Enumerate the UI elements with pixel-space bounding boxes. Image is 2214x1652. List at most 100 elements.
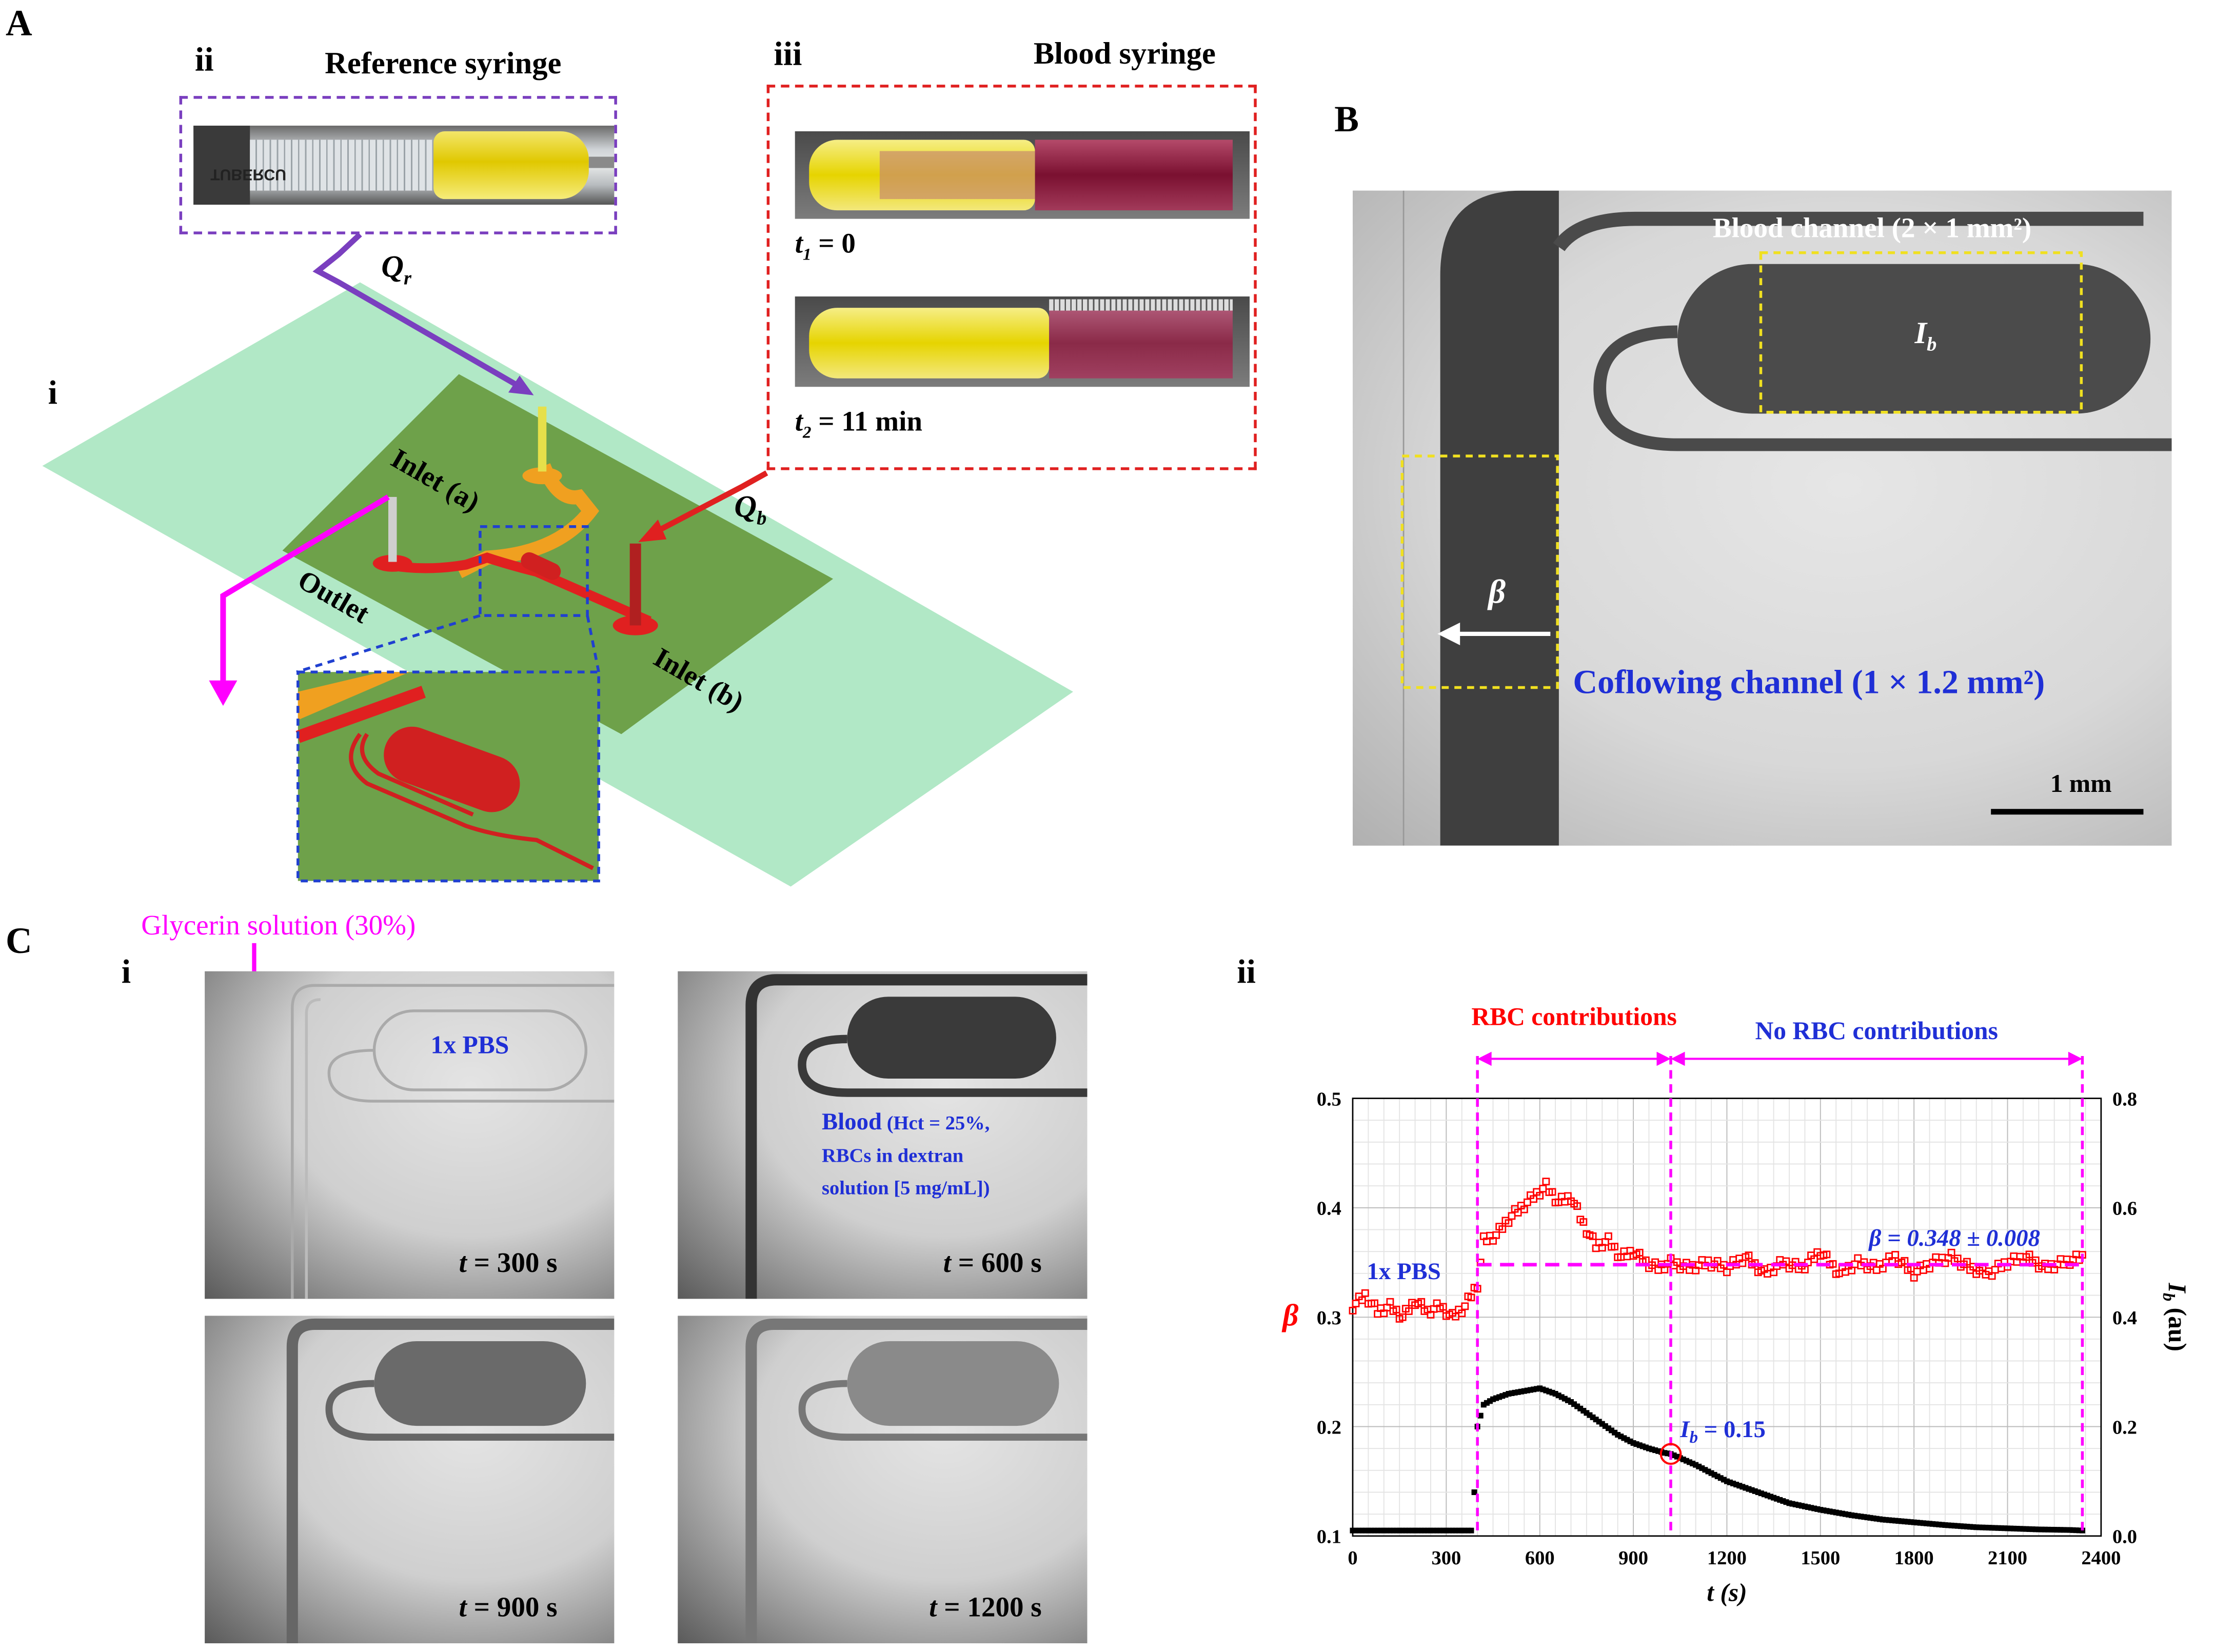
- data-point-beta: [1611, 1243, 1619, 1251]
- data-point-ib: [1446, 1527, 1452, 1534]
- data-point-ib: [1387, 1527, 1393, 1534]
- data-point-beta: [2025, 1250, 2033, 1259]
- beta-label: β: [1488, 574, 1506, 611]
- rbc-arrow-head-right: [1656, 1051, 1671, 1066]
- data-point-ib: [2008, 1525, 2014, 1531]
- data-point-ib: [2005, 1525, 2011, 1531]
- x-tick-label: 900: [1618, 1547, 1648, 1569]
- data-point-ib: [1609, 1427, 1615, 1434]
- data-point-ib: [1527, 1387, 1533, 1393]
- data-point-ib: [1399, 1527, 1406, 1534]
- data-point-ib: [1534, 1386, 1540, 1392]
- qb-label: Qb: [734, 488, 767, 530]
- data-point-ib: [1561, 1396, 1568, 1402]
- data-point-ib: [1983, 1524, 1989, 1530]
- data-point-ib: [1624, 1437, 1630, 1443]
- data-point-ib: [1864, 1515, 1870, 1521]
- data-point-ib: [1842, 1511, 1848, 1517]
- data-point-ib: [1683, 1458, 1689, 1464]
- y-left-tick-label: 0.3: [1317, 1307, 1341, 1329]
- data-point-ib: [1967, 1524, 1973, 1530]
- data-point-ib: [1802, 1503, 1808, 1509]
- data-point-beta: [1417, 1298, 1426, 1306]
- y-left-tick-label: 0.5: [1317, 1088, 1341, 1110]
- data-point-ib: [1428, 1527, 1434, 1534]
- data-point-ib: [1821, 1507, 1827, 1514]
- data-point-beta: [1467, 1293, 1475, 1302]
- data-point-ib: [1824, 1508, 1830, 1514]
- x-tick-label: 600: [1525, 1547, 1555, 1569]
- data-point-ib: [2011, 1525, 2017, 1531]
- channel-micrograph: Blood channel (2 × 1 mm²) Ib β Coflowing…: [1352, 190, 2172, 846]
- data-point-ib: [1512, 1389, 1518, 1396]
- data-point-ib: [1612, 1429, 1618, 1436]
- reference-syringe-box: [179, 96, 617, 234]
- data-point-ib: [1768, 1494, 1774, 1500]
- data-point-ib: [2032, 1526, 2039, 1532]
- data-point-ib: [1509, 1390, 1515, 1396]
- data-point-ib: [1899, 1518, 1905, 1524]
- data-point-ib: [1911, 1519, 1917, 1525]
- data-point-ib: [1958, 1523, 1964, 1529]
- data-point-ib: [1593, 1417, 1599, 1423]
- data-point-beta: [1782, 1257, 1790, 1265]
- data-point-ib: [1786, 1500, 1792, 1506]
- blood-syringe-box: [766, 85, 1257, 470]
- data-point-ib: [1717, 1475, 1724, 1481]
- data-point-ib: [2054, 1527, 2061, 1533]
- data-point-ib: [1353, 1527, 1359, 1534]
- data-point-ib: [1359, 1527, 1365, 1534]
- panel-c-i: i: [121, 954, 131, 991]
- data-point-ib: [1587, 1412, 1593, 1418]
- blood-syringe-photo-t1: [795, 131, 1250, 219]
- data-point-ib: [1892, 1518, 1899, 1524]
- x-tick-label: 300: [1431, 1547, 1461, 1569]
- data-point-beta: [1605, 1232, 1612, 1240]
- data-point-ib: [1437, 1527, 1443, 1534]
- data-point-ib: [1406, 1527, 1412, 1534]
- data-point-ib: [1783, 1499, 1789, 1505]
- data-point-ib: [1886, 1517, 1892, 1523]
- data-point-ib: [1537, 1385, 1543, 1391]
- data-point-ib: [1817, 1507, 1824, 1513]
- data-point-ib: [1621, 1435, 1627, 1441]
- data-point-ib: [1714, 1474, 1721, 1480]
- data-point-ib: [1895, 1518, 1902, 1524]
- data-point-ib: [1839, 1510, 1845, 1517]
- data-point-ib: [1836, 1510, 1842, 1516]
- y-left-tick-label: 0.2: [1317, 1417, 1341, 1438]
- data-point-ib: [2020, 1526, 2026, 1532]
- micrograph-600s: Blood (Hct = 25%, RBCs in dextran soluti…: [678, 971, 1088, 1299]
- data-point-ib: [1964, 1523, 1970, 1529]
- data-point-beta: [1505, 1219, 1513, 1227]
- glycerin-label: Glycerin solution (30%): [141, 910, 416, 942]
- data-point-ib: [1686, 1459, 1692, 1465]
- data-point-ib: [1867, 1515, 1873, 1521]
- data-point-ib: [1780, 1498, 1786, 1504]
- data-point-ib: [1368, 1527, 1374, 1534]
- data-point-ib: [1752, 1488, 1758, 1494]
- data-point-ib: [1674, 1454, 1680, 1460]
- rbc-arrow-head-left: [1477, 1051, 1492, 1066]
- data-point-beta: [1579, 1218, 1588, 1226]
- data-point-ib: [1558, 1394, 1565, 1400]
- data-point-beta: [1901, 1257, 1909, 1265]
- reference-syringe-title: Reference syringe: [325, 45, 562, 81]
- y-right-tick-label: 0.0: [2112, 1526, 2137, 1548]
- data-point-ib: [1643, 1444, 1649, 1450]
- panel-c-letter: C: [6, 920, 32, 962]
- y-right-tick-label: 0.6: [2112, 1198, 2137, 1220]
- data-point-beta: [1492, 1231, 1500, 1239]
- data-point-ib: [1496, 1394, 1503, 1400]
- data-point-ib: [1652, 1447, 1658, 1454]
- pbs-annotation: 1x PBS: [1367, 1258, 1441, 1285]
- data-point-ib: [1396, 1527, 1402, 1534]
- blood-channel-label: Blood channel (2 × 1 mm²): [1712, 213, 2032, 245]
- data-point-ib: [1855, 1513, 1861, 1519]
- data-point-ib: [1858, 1514, 1864, 1520]
- data-point-ib: [1805, 1504, 1811, 1510]
- data-point-beta: [1461, 1302, 1469, 1310]
- data-point-ib: [1948, 1522, 1954, 1528]
- y-left-tick-label: 0.4: [1317, 1198, 1341, 1220]
- data-point-ib: [1518, 1388, 1524, 1395]
